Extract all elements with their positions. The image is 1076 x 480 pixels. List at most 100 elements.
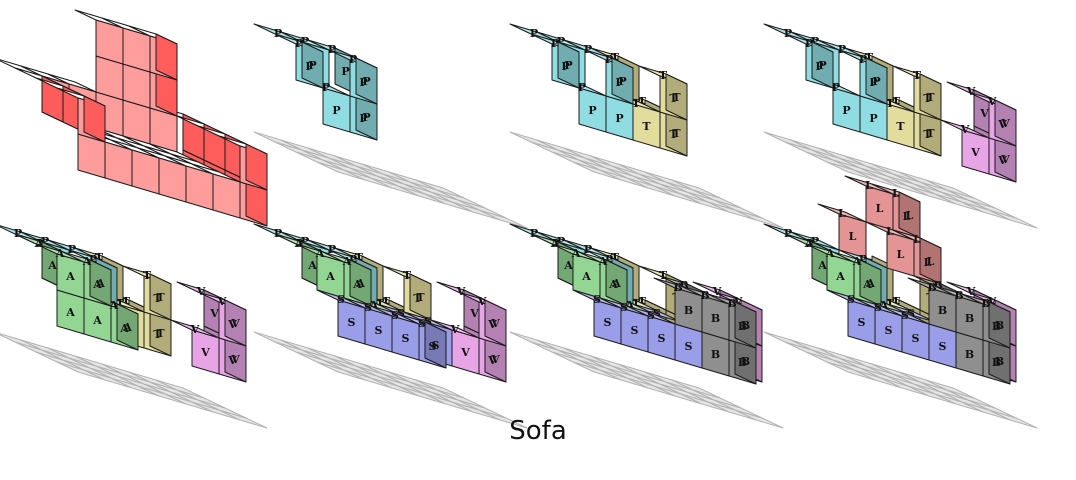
cube-letter: V [230,317,240,330]
cube-letter: B [992,320,1001,333]
cube-letter: L [892,187,900,200]
cube-letter: A [294,237,304,250]
cube-letter: A [34,237,44,250]
cube-letter: P [561,60,569,73]
cube-letter: A [119,322,129,335]
cube-letter: A [835,270,845,283]
cube-letter: S [397,307,405,320]
cube-letter: B [679,279,688,292]
cube-letter: A [598,255,608,268]
cube-letter: V [987,295,997,308]
cube-letter: T [638,95,647,108]
cube-letter: A [862,278,872,291]
cube-letter: P [815,60,823,73]
floor-tile [925,379,975,399]
cube-letter: V [217,295,227,308]
cube-letter: B [965,348,974,361]
cube-letter: P [784,27,792,40]
floor-tile [478,209,528,229]
cube-letter: L [906,209,914,222]
cube-letter: A [307,259,317,272]
cube-side-face [116,303,139,351]
cube-letter: T [892,95,901,108]
cube-letter: P [301,235,309,248]
cube-letter: P [301,35,309,48]
floor-tile [155,379,205,399]
cube-letter: T [926,127,935,140]
cube-letter: V [987,95,997,108]
cube-letter: A [804,237,814,250]
cube-letter: T [382,295,391,308]
cube-letter: P [615,76,623,89]
cube-letter: T [403,269,412,282]
cube-letter: A [825,247,835,260]
cube-letter: S [939,340,947,353]
panel-step-5: TTPPPPTTTPTTVPPAAPPPTTTVVASSSVVVVAAAAAVV… [253,223,528,429]
cube-side-face [484,299,507,347]
cube-side-face [865,57,888,105]
cube-letter: T [153,292,162,305]
cube-letter: P [14,227,22,240]
cube-letter: L [924,256,932,269]
cube-letter: P [41,235,49,248]
cube-side-face [349,259,372,307]
cube-letter: V [712,285,722,298]
cube-letter: V [1000,117,1010,130]
cube-letter: T [156,327,165,340]
cube-letter: A [550,237,560,250]
cube-letter: P [89,253,97,266]
cube-letter: A [122,321,132,334]
cube-letter: S [658,332,666,345]
cube-letter: V [200,346,210,359]
cube-letter: T [659,69,668,82]
cube-letter: P [811,235,819,248]
cube-letter: S [620,301,628,314]
cube-letter: P [362,111,370,124]
cube-letter: A [625,299,635,312]
cube-letter: S [375,324,383,337]
panel-step-2: TTPPPPTTTPPPTTTTPPPPPPTTT [509,23,784,229]
cube-letter: V [230,353,240,366]
cube-letter: B [992,356,1001,369]
cube-letter: B [965,312,974,325]
cube-letter: P [308,59,316,72]
cube-letter: A [352,278,362,291]
cube-letter: A [65,306,75,319]
cube-letter: P [359,112,367,125]
cube-letter: B [933,279,942,292]
cube-letter: S [337,293,345,306]
cube-letter: B [673,281,682,294]
floor-tile [253,331,303,351]
cube-letter: T [116,297,125,310]
cube-letter: A [879,299,889,312]
cube-letter: P [332,104,340,117]
cube-letter: P [811,35,819,48]
floor-tile [734,209,784,229]
floor-tile [763,131,813,151]
floor-tile [415,179,465,199]
floor-tile [509,131,559,151]
cube-letter: T [416,291,425,304]
cube-letter: A [315,247,325,260]
cube-letter: S [907,307,915,320]
cube-letter: P [564,59,572,72]
cube-side-face [919,73,942,121]
cube-letter: P [328,243,336,256]
caption: Sofa [509,416,567,446]
cube-letter: P [842,104,850,117]
cube-letter: T [896,120,905,133]
cube-letter: P [557,35,565,48]
cube-top-face [886,303,936,323]
floor-tile [988,209,1038,229]
cube-letter: P [838,43,846,56]
cube-side-face [155,33,178,81]
cube-letter: P [305,60,313,73]
cube-letter: P [328,43,336,56]
cube-letter: A [325,270,335,283]
cube-letter: S [653,307,661,320]
cube-letter: A [82,255,92,268]
cube-side-face [301,41,324,89]
cube-letter: V [490,353,500,366]
cube-letter: T [913,69,922,82]
